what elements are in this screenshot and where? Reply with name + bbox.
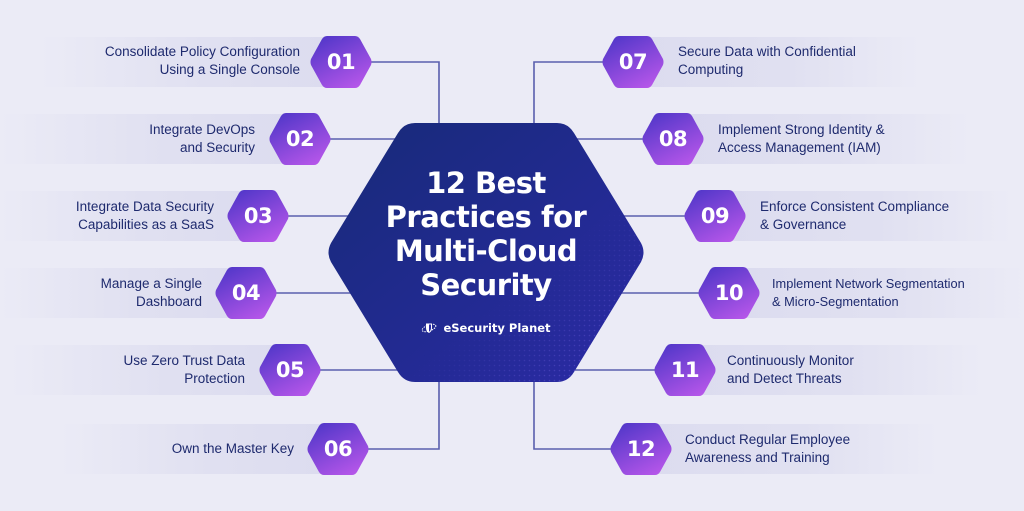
- number-text: 06: [323, 437, 353, 461]
- practice-label-04: Manage a Single Dashboard: [10, 275, 202, 311]
- label-line: Protection: [184, 371, 245, 386]
- connector-06: [368, 382, 440, 450]
- label-line: Manage a Single: [100, 276, 202, 291]
- connector-07: [533, 61, 603, 124]
- number-text: 07: [618, 50, 648, 74]
- brand-logo: eSecurity Planet: [327, 321, 645, 335]
- label-line: Secure Data with Confidential: [678, 44, 856, 59]
- label-line: Implement Strong Identity &: [718, 122, 885, 137]
- label-line: & Governance: [760, 217, 847, 232]
- page-title: 12 Best Practices for Multi-Cloud Securi…: [327, 166, 645, 302]
- practice-label-03: Integrate Data Security Capabilities as …: [10, 198, 214, 234]
- number-text: 12: [626, 437, 656, 461]
- number-text: 04: [231, 281, 261, 305]
- title-line-3: Multi-Cloud: [394, 234, 578, 268]
- label-line: and Detect Threats: [727, 371, 842, 386]
- number-text: 01: [326, 50, 356, 74]
- label-line: Enforce Consistent Compliance: [760, 199, 950, 214]
- practice-label-12: Conduct Regular Employee Awareness and T…: [685, 431, 945, 467]
- connector-01: [371, 61, 440, 124]
- practice-panel-09: [722, 191, 1012, 241]
- brand-name: eSecurity Planet: [443, 321, 551, 335]
- label-line: Continuously Monitor: [727, 353, 854, 368]
- number-text: 10: [714, 281, 744, 305]
- label-line: Access Management (IAM): [718, 140, 881, 155]
- number-badge-10: 10: [698, 266, 760, 320]
- label-line: Integrate DevOps: [149, 122, 255, 137]
- number-badge-01: 01: [310, 35, 372, 89]
- number-badge-03: 03: [227, 189, 289, 243]
- practice-panel-11: [692, 345, 982, 395]
- number-badge-06: 06: [307, 422, 369, 476]
- practice-panel-02: [0, 114, 290, 164]
- practice-panel-07: [640, 37, 920, 87]
- practice-panel-08: [680, 114, 970, 164]
- label-line: Own the Master Key: [171, 441, 294, 456]
- practice-label-10: Implement Network Segmentation & Micro-S…: [772, 275, 1024, 311]
- number-text: 05: [275, 358, 305, 382]
- number-badge-02: 02: [269, 112, 331, 166]
- number-badge-12: 12: [610, 422, 672, 476]
- practice-label-09: Enforce Consistent Compliance & Governan…: [760, 198, 1020, 234]
- number-badge-04: 04: [215, 266, 277, 320]
- label-line: Implement Network Segmentation: [772, 276, 965, 291]
- label-line: Capabilities as a SaaS: [78, 217, 214, 232]
- practice-label-02: Integrate DevOps and Security: [20, 121, 255, 157]
- practice-panel-01: [40, 37, 330, 87]
- number-badge-08: 08: [642, 112, 704, 166]
- number-badge-05: 05: [259, 343, 321, 397]
- number-text: 09: [700, 204, 730, 228]
- number-badge-09: 09: [684, 189, 746, 243]
- connector-12: [533, 382, 611, 450]
- practice-label-01: Consolidate Policy Configuration Using a…: [20, 43, 300, 79]
- practice-panel-06: [60, 424, 325, 474]
- label-line: Dashboard: [135, 294, 202, 309]
- title-line-1: 12 Best: [426, 166, 546, 200]
- practice-panel-10: [736, 268, 1024, 318]
- practice-panel-05: [10, 345, 285, 395]
- label-line: Use Zero Trust Data: [123, 353, 245, 368]
- number-badge-07: 07: [602, 35, 664, 89]
- label-line: Computing: [678, 62, 744, 77]
- planet-shield-icon: [422, 323, 437, 333]
- number-text: 11: [670, 358, 700, 382]
- practice-label-05: Use Zero Trust Data Protection: [20, 352, 245, 388]
- practice-panel-12: [648, 424, 938, 474]
- label-line: & Micro-Segmentation: [772, 294, 899, 309]
- practice-label-06: Own the Master Key: [60, 440, 294, 458]
- label-line: Conduct Regular Employee: [685, 432, 851, 447]
- center-hexagon-shape: [328, 123, 644, 382]
- practice-panel-03: [0, 191, 250, 241]
- practice-label-07: Secure Data with Confidential Computing: [678, 43, 938, 79]
- number-text: 03: [243, 204, 273, 228]
- label-line: Awareness and Training: [685, 450, 830, 465]
- practice-label-11: Continuously Monitor and Detect Threats: [727, 352, 987, 388]
- title-line-2: Practices for: [385, 200, 587, 234]
- practice-label-08: Implement Strong Identity & Access Manag…: [718, 121, 978, 157]
- label-line: Integrate Data Security: [75, 199, 214, 214]
- practice-panel-04: [0, 268, 238, 318]
- label-line: Using a Single Console: [159, 62, 300, 77]
- label-line: Consolidate Policy Configuration: [104, 44, 300, 59]
- number-badge-11: 11: [654, 343, 716, 397]
- title-line-4: Security: [420, 268, 552, 302]
- number-text: 08: [658, 127, 688, 151]
- number-text: 02: [285, 127, 315, 151]
- label-line: and Security: [179, 140, 255, 155]
- center-title-hexagon: 12 Best Practices for Multi-Cloud Securi…: [327, 123, 645, 382]
